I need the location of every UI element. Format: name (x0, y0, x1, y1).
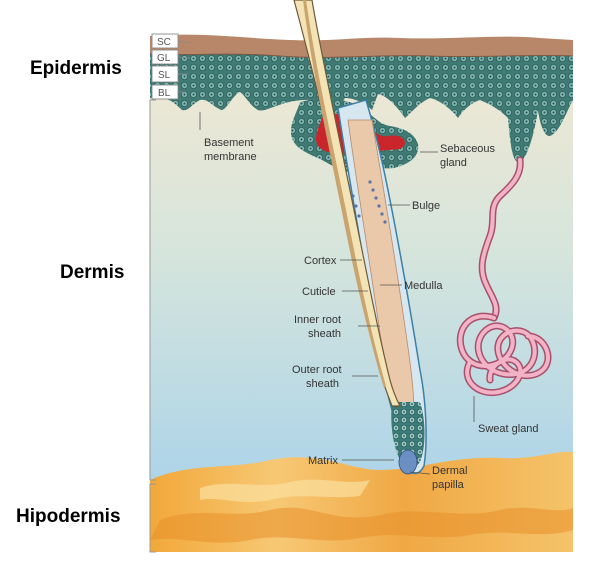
stratum-gl: GL (157, 53, 171, 64)
sweat-duct-inner (480, 158, 523, 320)
stratum-sc: SC (157, 37, 171, 48)
label-outer-root-2: sheath (306, 378, 339, 390)
label-hypodermis: Hipodermis (16, 506, 121, 527)
label-papilla-2: papilla (432, 479, 465, 491)
bracket-dermis (149, 99, 156, 481)
label-basement-2: membrane (204, 151, 257, 163)
label-inner-root-2: sheath (308, 328, 341, 340)
label-medulla: Medulla (404, 280, 443, 292)
leader-papilla (409, 471, 431, 475)
label-matrix: Matrix (308, 455, 338, 467)
label-cuticle: Cuticle (302, 286, 336, 298)
leader-lines (199, 112, 475, 475)
label-outer-root-1: Outer root (292, 364, 342, 376)
strata-brackets (151, 33, 179, 100)
strata-leader-lines (177, 40, 191, 93)
label-dermis: Dermis (60, 262, 125, 283)
bracket-hypodermis (149, 483, 156, 553)
layer-brackets (149, 99, 156, 553)
label-basement-1: Basement (204, 137, 254, 149)
label-sebaceous-1: Sebaceous (440, 143, 496, 155)
hair-matrix (391, 402, 425, 468)
label-inner-root-1: Inner root (294, 314, 341, 326)
fat-lobule-shadow (150, 507, 573, 543)
bulge-region (348, 180, 387, 224)
label-sebaceous-2: gland (440, 157, 467, 169)
stratum-sl: SL (158, 70, 171, 81)
sweat-gland-coil (456, 312, 552, 397)
label-epidermis: Epidermis (30, 58, 122, 79)
label-cortex: Cortex (304, 255, 337, 267)
stratum-corneum (150, 34, 573, 58)
stratum-bl: BL (158, 88, 171, 99)
epidermis-cell-layer (150, 50, 573, 163)
fat-lobule-highlight (200, 479, 370, 502)
label-papilla-1: Dermal (432, 465, 467, 477)
stratum-corneum-line (149, 53, 574, 58)
label-sweat-gland: Sweat gland (478, 423, 539, 435)
medulla (303, 0, 386, 388)
dermal-papilla (398, 449, 418, 475)
label-bulge: Bulge (412, 200, 440, 212)
